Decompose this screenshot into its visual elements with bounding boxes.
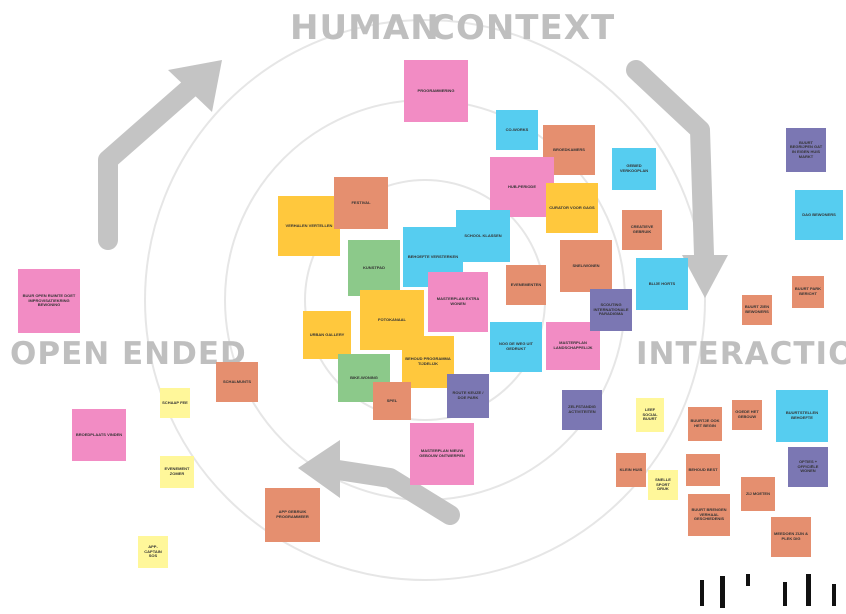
sticky-note: BUUR OPEN RUIMTE DOET IMPROVISATIEKRING …	[18, 269, 80, 333]
sticky-note: CURATOR VOOR GAGS	[546, 183, 598, 233]
sticky-note: BUURTSTELLEN BEHOEFTE	[776, 390, 828, 442]
sticky-note: BUURTJE OOK HET BEGIN	[688, 407, 722, 441]
sticky-note: URBAN GALLERY	[303, 311, 351, 359]
sticky-note: ZIJ MOETEN	[741, 477, 775, 511]
sticky-note: APP GEBRUIK PROGRAMMEER	[265, 488, 320, 542]
axis-label-open-ended: OPEN ENDED	[10, 336, 247, 372]
sticky-note: VERHALEN VERTELLEN	[278, 196, 340, 256]
sticky-note: BUURT PARK BERICHT	[792, 276, 824, 308]
sticky-note: MEEDOEN ZIJN & PLEK DIG	[771, 517, 811, 557]
sticky-note: EVENEMENT ZOMER	[160, 456, 194, 488]
sticky-note: LEEF SOCIAL BUURT	[636, 398, 664, 432]
sticky-note: BUURT ZIEN BEWONERS	[742, 295, 772, 325]
sticky-note: BUURT BEGRIJPEN GAT IN EIGEN HUIS MARKT	[786, 128, 826, 172]
axis-label-interaction: INTERACTION	[636, 336, 846, 372]
sticky-note: MASTERPLAN EXTRA WONEN	[428, 272, 488, 332]
arrow-top-right	[626, 60, 714, 265]
sticky-note: BLIJE HORTS	[636, 258, 688, 310]
arrow-bottom-head	[298, 440, 340, 498]
axis-label-human: HUMAN	[290, 8, 440, 48]
sticky-note: ZELFSTANDIG ACTIVITEITEN	[562, 390, 602, 430]
sticky-note: KLEIN HUIS	[616, 453, 646, 487]
sticky-note: EVENEMENTEN	[506, 265, 546, 305]
arrow-top-left-head	[168, 60, 222, 112]
person-silhouette	[720, 576, 725, 608]
sticky-note: ROUTE KEUZE / DOE PARK	[447, 374, 489, 418]
sticky-note: SCHAAP FEE	[160, 388, 190, 418]
axis-label-context: CONTEXT	[430, 8, 616, 48]
arrow-top-left	[98, 78, 200, 250]
sticky-note: BEHOUD BEST	[686, 454, 720, 486]
sticky-note: MASTERPLAN NIEUW GEBOUW ONTWERPEN	[410, 423, 474, 485]
person-silhouette	[806, 574, 811, 606]
sticky-note: CO-WORKS	[496, 110, 538, 150]
person-silhouette	[700, 580, 704, 606]
sticky-note: SCHALMUNTS	[216, 362, 258, 402]
sticky-note: KUNSTPAD	[348, 240, 400, 296]
sticky-note: APP-CAPTAIN SOS	[138, 536, 168, 568]
person-silhouette	[832, 584, 836, 606]
sticky-note: NOG DE WEG UIT GEDRUKT	[490, 322, 542, 372]
sticky-note: DAG BEWONERS	[795, 190, 843, 240]
arrow-bottom	[315, 458, 460, 525]
sticky-note: PROGRAMMERING	[404, 60, 468, 122]
sticky-note: FESTIVAL	[334, 177, 388, 229]
sticky-note: OPTIES + OFFICIËLE WONEN	[788, 447, 828, 487]
ring-outer	[144, 19, 706, 581]
sticky-note: CREATIEVE GEBRUIK	[622, 210, 662, 250]
sticky-note: BUURT BRENGEN VERHAAL GESCHIEDENIS	[688, 494, 730, 536]
sticky-note: BEHOUD PROGRAMMA TIJDELIJK	[402, 336, 454, 388]
sticky-note: SNEL/WONEN	[560, 240, 612, 292]
arrow-top-right-head	[682, 255, 728, 298]
sticky-note: SPEL	[373, 382, 411, 420]
person-silhouette	[783, 582, 787, 606]
sticky-note: SCHOOL KLASSEN	[456, 210, 510, 262]
sticky-note: SCOUTING INTERNATIONALE PARADIGMA	[590, 289, 632, 331]
sticky-note: SNELLE SPORT DRUK	[648, 470, 678, 500]
sticky-note: GEBIED VERKOOPLAN	[612, 148, 656, 190]
cycle-arrows	[98, 60, 728, 525]
sticky-note: HUB-PERIODE	[490, 157, 554, 217]
sticky-note: GOEDE HET GEBOUW	[732, 400, 762, 430]
sticky-note: BROEDPLAATS VINDEN	[72, 409, 126, 461]
person-silhouette	[746, 574, 750, 586]
